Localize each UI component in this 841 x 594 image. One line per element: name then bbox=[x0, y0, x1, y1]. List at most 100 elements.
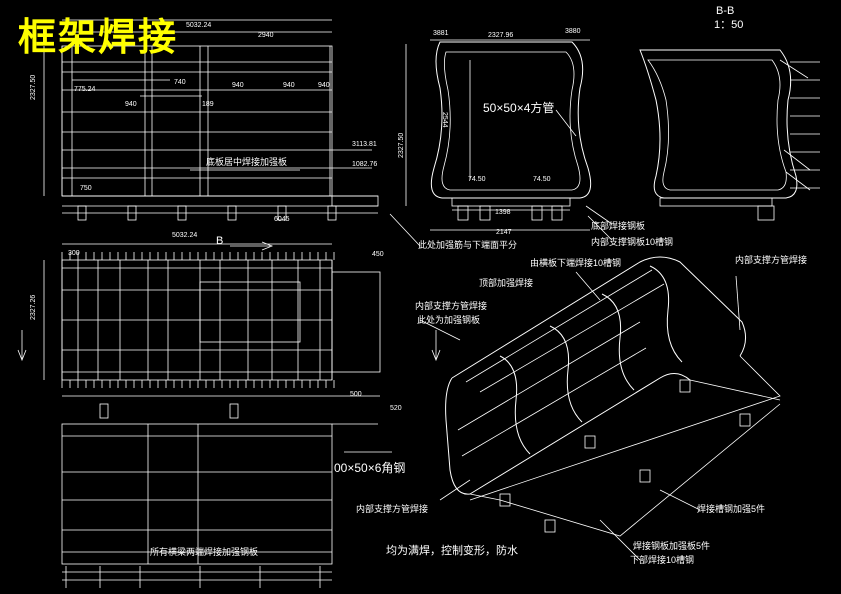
plan-foot bbox=[99, 403, 109, 419]
section-foot bbox=[757, 205, 775, 221]
front-extension bbox=[331, 195, 379, 207]
dim-plan-total: 5032.24 bbox=[172, 232, 198, 239]
callout-flush: 此处加强筋与下端面平分 bbox=[418, 240, 518, 250]
dim-end-left-cap: 3881 bbox=[433, 30, 449, 37]
callout-lower-brace: 内部支撑钢板10槽钢 bbox=[591, 237, 674, 247]
iso-foot bbox=[544, 519, 556, 533]
plan-panel bbox=[199, 281, 301, 343]
iso-foot bbox=[739, 413, 751, 427]
dim-bottom-520: 520 bbox=[390, 405, 402, 412]
plan-extension bbox=[331, 271, 381, 373]
section-arrow-head bbox=[431, 349, 441, 362]
dim-front-total: 5032.24 bbox=[186, 22, 212, 29]
front-frame bbox=[61, 45, 333, 197]
dim-front-6045: 6045 bbox=[274, 216, 290, 223]
iso-front-left-edge bbox=[445, 377, 471, 495]
end-foot bbox=[551, 205, 563, 221]
end-base bbox=[451, 197, 571, 207]
callout-plate: 焊接钢板加强板5件 bbox=[633, 541, 711, 551]
note-angle-steel: 00×50×6角钢 bbox=[334, 461, 406, 475]
dim-front-940a: 940 bbox=[125, 101, 137, 108]
section-leader bbox=[779, 59, 809, 79]
note-square-tube: 50×50×4方管 bbox=[483, 101, 555, 115]
dim-end-right-cap: 3880 bbox=[565, 28, 581, 35]
section-base bbox=[659, 197, 773, 207]
iso-rib bbox=[601, 293, 635, 391]
dim-front-189: 189 bbox=[202, 101, 214, 108]
dim-end-height: 2544 bbox=[441, 112, 448, 128]
dim-front-height: 2327.50 bbox=[30, 74, 37, 100]
end-foot bbox=[457, 205, 469, 221]
iso-mid-rail bbox=[461, 347, 647, 457]
iso-leader bbox=[419, 319, 461, 341]
dim-plan-width: 2327.26 bbox=[30, 294, 37, 320]
callout-top-tube: 由横板下端焊接10槽钢 bbox=[530, 258, 622, 268]
dim-front-740: 740 bbox=[174, 79, 186, 86]
dim-front-1082: 1082.76 bbox=[352, 161, 378, 168]
dim-end-width: 2147 bbox=[496, 229, 512, 236]
dim-front-940d: 940 bbox=[318, 82, 330, 89]
end-leader bbox=[389, 213, 421, 247]
iso-rib bbox=[649, 265, 683, 363]
section-leader bbox=[783, 149, 811, 171]
iso-extension bbox=[469, 355, 781, 501]
iso-mid-rail bbox=[457, 321, 641, 431]
iso-floor bbox=[469, 403, 781, 537]
end-profile-inner bbox=[441, 51, 581, 191]
iso-foot bbox=[679, 379, 691, 393]
section-name: B-B bbox=[716, 5, 735, 17]
plan-foot bbox=[229, 403, 239, 419]
iso-leader bbox=[735, 275, 741, 331]
end-leader bbox=[587, 215, 613, 241]
dim-front-940c: 940 bbox=[283, 82, 295, 89]
callout-inner-brace-left: 内部支撑方管焊接 bbox=[415, 301, 488, 311]
iso-leader bbox=[439, 479, 471, 501]
bottom-frame bbox=[61, 423, 333, 565]
section-profile-outer bbox=[639, 49, 798, 199]
dim-end-foot-left: 74.50 bbox=[468, 176, 486, 183]
iso-rib bbox=[549, 325, 583, 423]
dim-front-940b: 940 bbox=[232, 82, 244, 89]
note-bottom-beams: 所有横梁两端焊接加强钢板 bbox=[150, 547, 259, 557]
iso-leader bbox=[599, 519, 641, 561]
callout-channel: 焊接槽钢加强5件 bbox=[697, 504, 766, 514]
section-profile-inner bbox=[647, 59, 787, 191]
dim-front-775: 775.24 bbox=[74, 86, 96, 93]
callout-reinforcement: 此处为加强钢板 bbox=[417, 315, 481, 325]
iso-top-inner bbox=[465, 269, 653, 383]
dim-plan-450: 450 bbox=[372, 251, 384, 258]
end-profile-outer bbox=[430, 41, 592, 199]
dim-end-base: 1398 bbox=[495, 209, 511, 216]
dim-bottom-500: 500 bbox=[350, 391, 362, 398]
iso-foot bbox=[584, 435, 596, 449]
section-arrow-head bbox=[17, 349, 27, 362]
iso-foot bbox=[639, 469, 651, 483]
section-arrow-label: B bbox=[216, 235, 224, 247]
end-leader bbox=[555, 109, 577, 137]
section-leader bbox=[785, 171, 811, 191]
section-scale: 1：50 bbox=[714, 19, 744, 31]
dim-front-750: 750 bbox=[80, 185, 92, 192]
dim-front-2940: 2940 bbox=[258, 32, 274, 39]
callout-weld: 下部焊接10槽钢 bbox=[630, 555, 695, 565]
iso-leader bbox=[575, 271, 601, 301]
note-general: 均为满焊，控制变形，防水 bbox=[386, 545, 518, 557]
end-foot bbox=[531, 205, 543, 221]
end-foot bbox=[479, 205, 491, 221]
iso-top-inner bbox=[479, 283, 665, 393]
iso-bottom-edge bbox=[469, 373, 691, 495]
iso-leader bbox=[659, 489, 701, 511]
callout-top-rib: 顶部加强焊接 bbox=[479, 278, 534, 288]
callout-inner-brace-bottom: 内部支撑方管焊接 bbox=[356, 504, 429, 514]
drawing-title: 框架焊接 bbox=[18, 14, 179, 59]
dim-front-3113: 3113.81 bbox=[352, 141, 377, 148]
end-leader bbox=[585, 205, 613, 225]
iso-foot bbox=[499, 493, 511, 507]
iso-rib bbox=[499, 355, 531, 455]
note-bottom-plate-center: 底板居中焊接加强板 bbox=[206, 157, 288, 167]
iso-top-edge bbox=[451, 256, 746, 379]
dim-plan-300: 300 bbox=[68, 250, 80, 257]
dim-end-overall: 2327.50 bbox=[398, 132, 405, 158]
dim-end-foot-right: 74.50 bbox=[533, 176, 551, 183]
section-arrow-head bbox=[261, 241, 274, 251]
